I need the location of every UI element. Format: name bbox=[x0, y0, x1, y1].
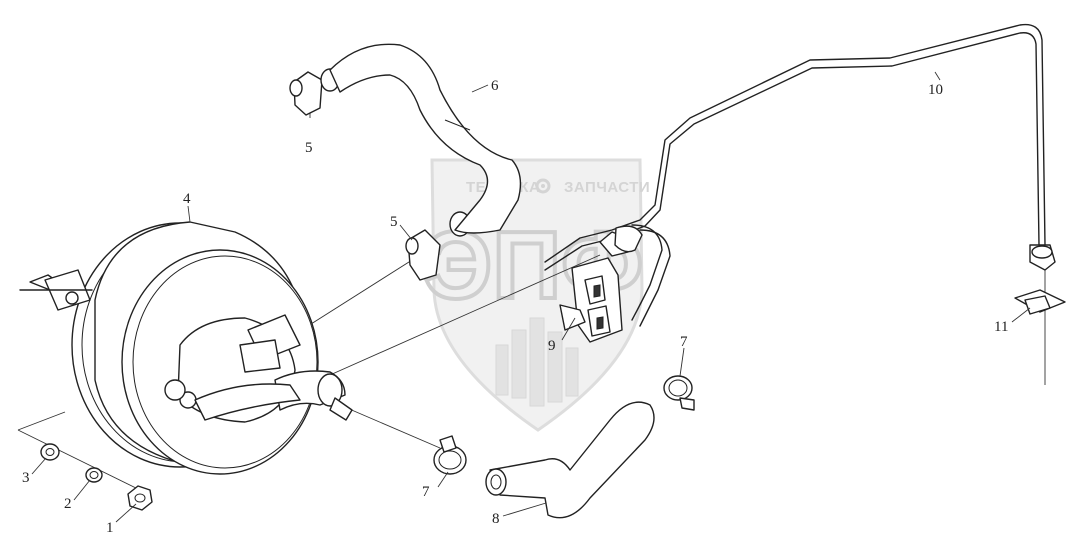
watermark-text-right: ЗАПЧАСТИ bbox=[564, 179, 650, 196]
callout-11: 11 bbox=[994, 319, 1008, 335]
fitting-upper bbox=[289, 68, 340, 116]
booster-studs bbox=[19, 269, 197, 409]
callout-1: 1 bbox=[106, 520, 114, 536]
lock-washer bbox=[85, 467, 103, 483]
vacuum-pipe-long bbox=[544, 23, 1056, 327]
callouts: 1 2 3 4 5 5 6 7 7 8 9 10 11 bbox=[22, 78, 1008, 536]
hose-upper bbox=[329, 43, 522, 234]
brake-booster bbox=[19, 221, 353, 475]
leader-lines bbox=[31, 71, 1031, 523]
callout-10: 10 bbox=[928, 82, 943, 98]
gear-icon bbox=[535, 178, 551, 194]
hose-clamp-left bbox=[433, 435, 467, 475]
clip bbox=[1014, 289, 1066, 315]
callout-7-left: 7 bbox=[422, 484, 430, 500]
hose-clamp-right bbox=[663, 375, 695, 411]
callout-7-right: 7 bbox=[680, 334, 688, 350]
vacuum-pipe-stub bbox=[194, 314, 353, 421]
nut bbox=[127, 485, 153, 511]
callout-9: 9 bbox=[548, 338, 556, 354]
callout-2: 2 bbox=[64, 496, 72, 512]
callout-8: 8 bbox=[492, 511, 500, 527]
hose-lower bbox=[485, 401, 655, 519]
callout-5-lower: 5 bbox=[390, 214, 398, 230]
callout-6: 6 bbox=[491, 78, 499, 94]
callout-3: 3 bbox=[22, 470, 30, 486]
flat-washer bbox=[40, 443, 60, 461]
callout-4: 4 bbox=[183, 191, 191, 207]
callout-5-upper: 5 bbox=[305, 140, 313, 156]
watermark-buildings bbox=[495, 317, 579, 407]
clamp-bracket bbox=[559, 257, 623, 343]
